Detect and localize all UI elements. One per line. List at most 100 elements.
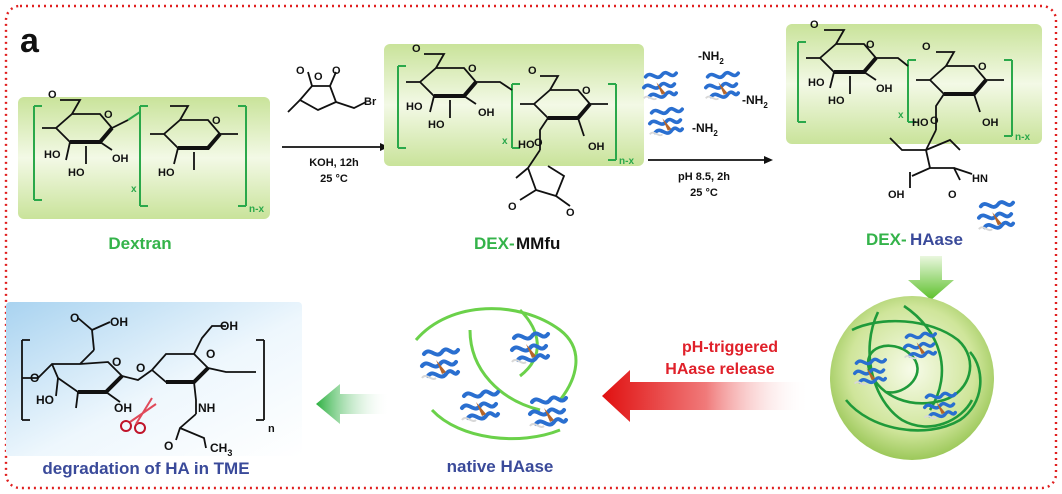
step2-proteins [641, 70, 741, 137]
dex-haase-protein [976, 200, 1016, 232]
ha-o-h: O [70, 311, 79, 325]
ha-ch3: CH3 [210, 441, 232, 458]
dex-haase-label-part1: DEX- [866, 230, 907, 249]
dex-mmfu-o5: O [534, 137, 543, 149]
dextran-ho3: HO [158, 167, 175, 179]
haase-protein-icon [703, 70, 741, 101]
step2-arrowhead [764, 156, 773, 164]
dex-mmfu-band [384, 44, 644, 166]
haase-protein-icon [902, 331, 938, 360]
dex-mmfu-molecule: O O O O O O O HO HO OH HO OH x n-x [384, 43, 644, 219]
haase-protein-icon [510, 331, 550, 364]
haase-protein-icon [528, 395, 568, 428]
step1-reagent: O O O Br [287, 65, 377, 113]
dex-haase-sub-nx: n-x [1015, 132, 1030, 143]
ha-nh: NH [198, 401, 215, 415]
native-chains [414, 307, 578, 441]
ha-box [6, 302, 302, 456]
down-arrow [908, 256, 954, 300]
step2-cond2: 25 °C [690, 187, 718, 199]
step1-reagent-o1: O [296, 65, 305, 77]
native-haase-label: native HAase [447, 457, 554, 476]
step2-nh2-1: -NH2 [698, 49, 724, 66]
ha-o-acetyl: O [164, 439, 173, 453]
ha-oh-right: OH [220, 319, 238, 333]
dex-mmfu-sub-x: x [502, 136, 508, 147]
dextran-sub-nx: n-x [249, 204, 264, 215]
dex-haase-ho1: HO [808, 77, 825, 89]
left-arrow [316, 384, 390, 424]
ha-o4: O [206, 347, 215, 361]
ha-oh-top: OH [110, 315, 128, 329]
dex-haase-o2: O [866, 39, 875, 51]
step1-reagent-o3: O [332, 65, 341, 77]
step1-reagent-o2: O [314, 71, 323, 83]
dextran-sub-x: x [131, 184, 137, 195]
haase-protein-icon [647, 106, 685, 137]
step2-nh2-2: -NH2 [742, 93, 768, 110]
ha-o3: O [136, 361, 145, 375]
dextran-band [18, 97, 270, 219]
panel-label: a [20, 22, 40, 60]
dex-mmfu-label-part2: MMfu [516, 234, 560, 253]
dex-haase-o5: O [930, 115, 939, 127]
ha-sub-n: n [268, 423, 275, 435]
release-arrow [602, 370, 810, 422]
haase-protein-icon [852, 357, 888, 386]
dex-haase-oh3: OH [888, 189, 905, 201]
dotted-frame [4, 4, 1058, 490]
step2-nh2-3: -NH2 [692, 121, 718, 138]
dex-haase-sub-x: x [898, 110, 904, 121]
dex-haase-band [786, 24, 1042, 144]
nanoparticle-sphere [830, 296, 994, 460]
step1-br: Br [364, 96, 377, 108]
dex-haase-ho2: HO [828, 95, 845, 107]
dex-haase-ho3: HO [912, 117, 929, 129]
dex-haase-oh1: OH [876, 83, 893, 95]
step2-cond1: pH 8.5, 2h [678, 171, 730, 183]
dex-mmfu-o1: O [412, 43, 421, 55]
ha-oh-bottom: OH [114, 401, 132, 415]
haase-protein-icon [976, 200, 1016, 232]
release-line1: pH-triggered [682, 339, 778, 356]
dex-haase-hn: HN [972, 173, 988, 185]
ha-molecule: O OH OH O O O O HO OH NH O CH3 n [6, 302, 302, 458]
dextran-o2: O [104, 109, 113, 121]
native-haase-cluster [414, 307, 578, 441]
ha-o1: O [30, 371, 39, 385]
dextran-o1: O [48, 89, 57, 101]
step1-cond1: KOH, 12h [309, 157, 359, 169]
nanoparticle [830, 296, 994, 460]
dex-mmfu-ho1: HO [406, 101, 423, 113]
release-line2: HAase release [665, 361, 775, 378]
dextran-o3: O [212, 115, 221, 127]
dex-mmfu-oh1: OH [478, 107, 495, 119]
dex-mmfu-ho3: HO [518, 139, 535, 151]
dextran-ho2: HO [68, 167, 85, 179]
dex-haase-molecule: O O O O O HO HO OH HO OH OH O HN x n-x [786, 19, 1042, 232]
dex-haase-o1: O [810, 19, 819, 31]
haase-protein-icon [922, 391, 958, 420]
dex-mmfu-o6: O [508, 201, 517, 213]
dex-mmfu-sub-nx: n-x [619, 156, 634, 167]
dex-mmfu-o7: O [566, 207, 575, 219]
dextran-ho1: HO [44, 149, 61, 161]
dextran-label: Dextran [108, 234, 171, 253]
dextran-oh1: OH [112, 153, 129, 165]
dextran-molecule: O O O HO HO OH HO x n-x [18, 89, 270, 219]
dex-haase-label-part2: HAase [910, 230, 963, 249]
dex-haase-o3: O [922, 41, 931, 53]
dex-mmfu-oh2: OH [588, 141, 605, 153]
step1-cond2: 25 °C [320, 173, 348, 185]
haase-protein-icon [641, 70, 679, 101]
ha-label: degradation of HA in TME [42, 459, 249, 478]
scissors-icon [120, 397, 157, 434]
dex-haase-oh2: OH [982, 117, 999, 129]
ha-ho: HO [36, 393, 54, 407]
haase-protein-icon [420, 347, 460, 380]
dex-haase-o4: O [978, 61, 987, 73]
dex-mmfu-ho2: HO [428, 119, 445, 131]
haase-protein-icon [460, 389, 500, 422]
dex-mmfu-label-part1: DEX- [474, 234, 515, 253]
